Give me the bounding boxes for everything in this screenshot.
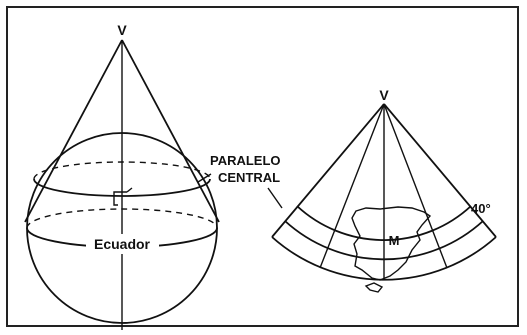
cone-right-side [121,39,220,223]
globe-cone-figure: Ecuador V [24,22,220,330]
left-vertex-label: V [117,22,127,38]
central-parallel-callout: PARALELO CENTRAL [197,153,283,209]
parallel-arc-3 [271,236,497,281]
central-parallel-back [33,161,211,180]
diagram-frame [6,6,519,327]
unrolled-cone-figure: V M 40° [271,87,497,293]
parallel-arc-2 [284,220,484,261]
center-point-label: M [389,233,400,248]
meridian-1 [271,103,385,238]
country-outline [351,206,432,281]
equator-label-bg [86,234,159,254]
right-vertex-label: V [379,87,389,103]
meridian-2 [319,103,385,269]
latitude-label: 40° [471,201,491,216]
central-parallel-front [33,178,211,197]
island-outline [364,282,384,293]
meridian-5 [383,103,497,238]
callout-leader-left [197,173,212,183]
callout-label-line2: CENTRAL [218,170,280,185]
meridian-4 [383,103,448,269]
equator-label: Ecuador [94,236,151,252]
callout-leader-right [267,187,283,209]
cone-left-side [24,39,123,223]
parallel-arc-1 [296,205,472,241]
rotation-mark [113,187,133,206]
callout-label-line1: PARALELO [210,153,281,168]
equator-back [26,208,218,229]
